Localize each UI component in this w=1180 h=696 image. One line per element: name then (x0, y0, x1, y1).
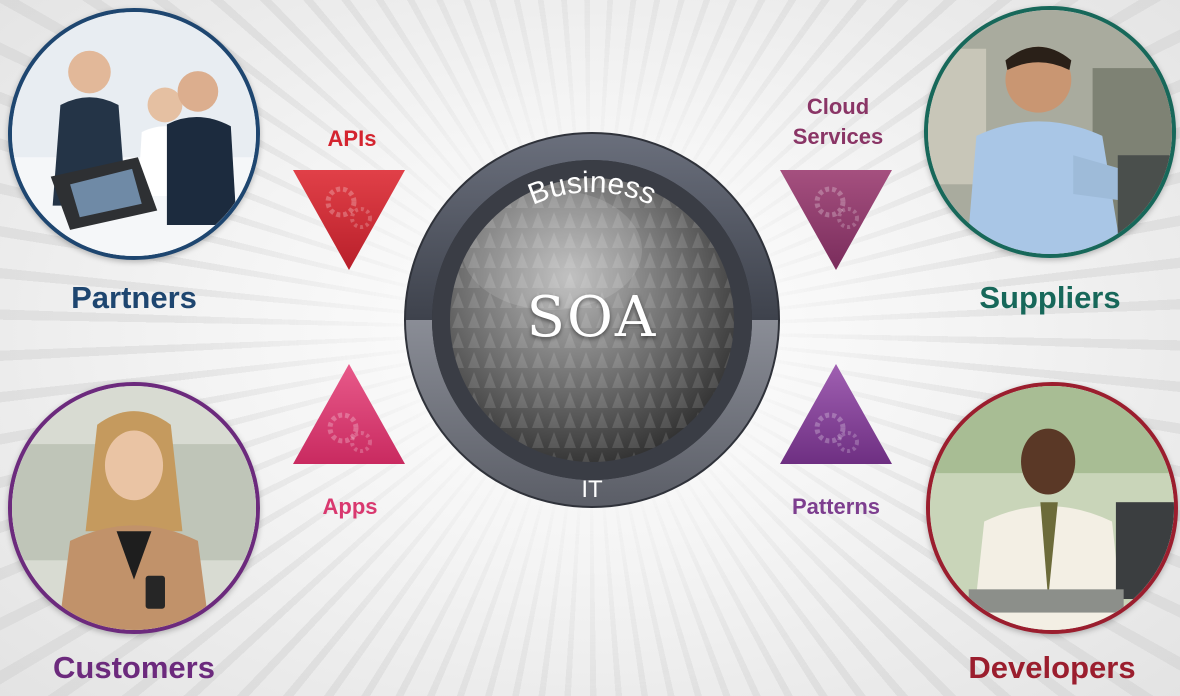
customers-photo (8, 382, 260, 634)
soa-label: SOA (526, 285, 658, 350)
apis-triangle-icon (291, 168, 407, 272)
developers-label: Developers (968, 650, 1136, 685)
cloud-services-label: Cloud Services (758, 92, 918, 152)
soa-hub: Business SOA IT (402, 110, 782, 520)
patterns-triangle-icon (778, 362, 894, 466)
patterns-label: Patterns (791, 494, 881, 519)
developers-photo (926, 382, 1178, 634)
apps-label: Apps (322, 494, 378, 519)
apis-label: APIs (327, 126, 377, 151)
partners-photo (8, 8, 260, 260)
customers-label: Customers (53, 650, 215, 685)
apps-triangle-icon (291, 362, 407, 466)
partners-label: Partners (71, 280, 197, 315)
suppliers-label: Suppliers (979, 280, 1121, 315)
it-label: IT (581, 476, 603, 503)
cloud-services-triangle-icon (778, 168, 894, 272)
suppliers-photo (924, 6, 1176, 258)
cloud-services-label-text: Cloud Services (792, 94, 884, 149)
